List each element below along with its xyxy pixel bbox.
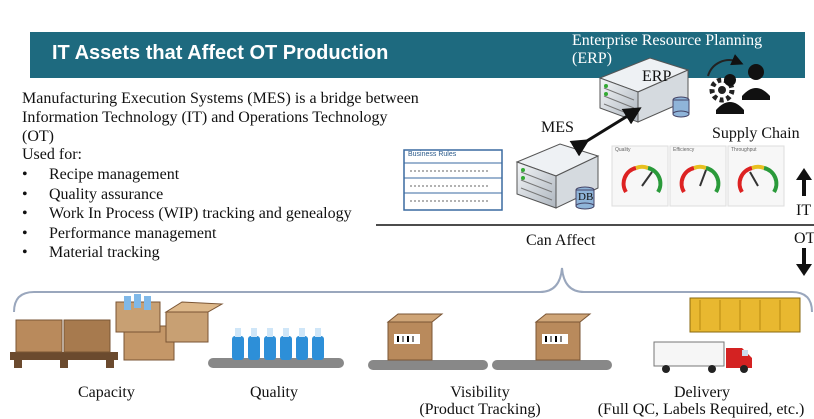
list-item-label: Performance management (49, 224, 217, 242)
used-for-label: Used for: (22, 146, 82, 163)
quality-gauge-icon (621, 164, 663, 194)
delivery-truck-icon (653, 341, 752, 373)
visibility-sublabel: (Product Tracking) (419, 401, 541, 418)
bullet: • (22, 166, 28, 183)
erp-mes-link-arrow (569, 107, 642, 157)
delivery-container-icon (689, 297, 801, 333)
supply-chain-icon (707, 54, 770, 114)
list-item: • Recipe management (22, 165, 352, 185)
list-item: • Material tracking (22, 243, 352, 263)
erp-full-label: Enterprise Resource Planning (ERP) (572, 32, 763, 67)
supply-chain-label: Supply Chain (712, 125, 800, 142)
erp-server-icon (598, 57, 690, 123)
gauge-label-throughput: Throughput (731, 147, 757, 153)
bullet: • (22, 205, 28, 222)
visibility-label: Visibility (450, 384, 510, 401)
delivery-label: Delivery (674, 384, 730, 401)
can-affect-brace (13, 267, 813, 313)
capacity-label: Capacity (78, 384, 135, 401)
efficiency-gauge-icon (679, 164, 721, 194)
bullet: • (22, 244, 28, 261)
list-item-label: Work In Process (WIP) tracking and genea… (49, 205, 352, 222)
page-title: IT Assets that Affect OT Production (52, 42, 389, 64)
capacity-boxes-icon (10, 294, 224, 368)
throughput-gauge-icon (737, 164, 779, 194)
can-affect-label: Can Affect (526, 232, 596, 249)
list-item-label: Material tracking (49, 244, 160, 261)
mes-label: MES (541, 119, 574, 136)
list-item: • Performance management (22, 224, 352, 244)
business-rules-label: Business Rules (408, 151, 457, 158)
ot-label: OT (794, 230, 814, 247)
bullet: • (22, 224, 28, 242)
gauge-label-efficiency: Efficiency (673, 147, 695, 153)
quality-label: Quality (250, 384, 298, 401)
gauge-panel (611, 145, 785, 207)
business-rules-doc (403, 149, 503, 211)
down-arrow-icon (796, 248, 812, 276)
quality-bottles-icon (208, 328, 344, 368)
erp-label: ERP (642, 68, 672, 85)
it-label: IT (796, 202, 812, 219)
list-item-label: Quality assurance (49, 185, 164, 203)
list-item-label: Recipe management (49, 166, 180, 183)
list-item: • Work In Process (WIP) tracking and gene… (22, 204, 352, 224)
bullet: • (22, 185, 28, 203)
delivery-sublabel: (Full QC, Labels Required, etc.) (597, 401, 805, 418)
visibility-conveyors-icon (368, 313, 612, 370)
gauge-label-quality: Quality (615, 147, 631, 153)
list-item: • Quality assurance (22, 185, 352, 205)
use-list: • Recipe management • Quality assurance • W… (22, 165, 352, 263)
up-arrow-icon (796, 168, 812, 196)
mes-description: Manufacturing Execution Systems (MES) is… (22, 90, 419, 145)
db-label: DB (578, 191, 594, 203)
